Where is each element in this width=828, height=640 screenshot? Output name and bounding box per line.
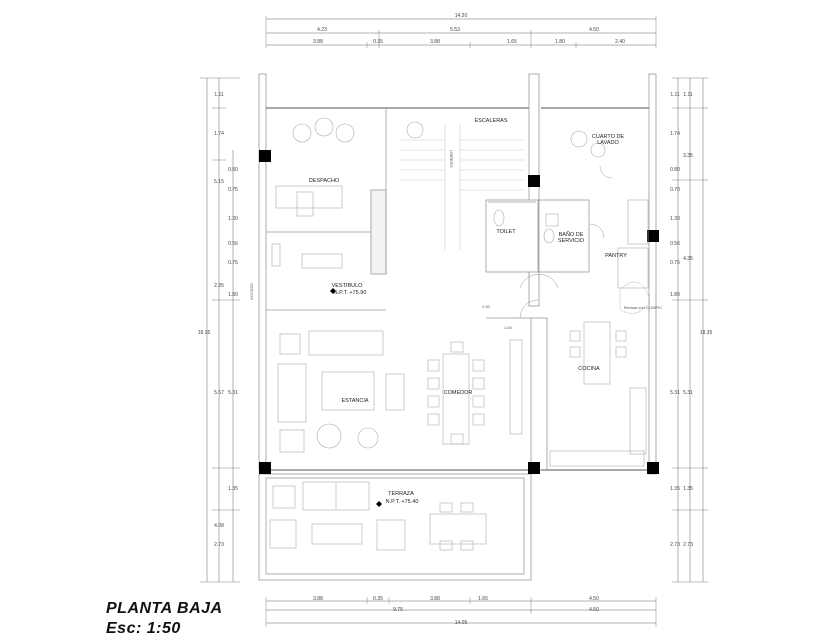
furniture: [269, 117, 649, 551]
right-dim-total: 18.35: [700, 330, 713, 336]
bottom-dim-2: 0.35: [373, 596, 383, 602]
bottom-dim-4: 1.65: [478, 596, 488, 602]
side-dimension-lines: [200, 77, 708, 583]
left-dim2-7: 5.31: [228, 390, 238, 396]
top-dim-r3-3: 3.88: [430, 39, 440, 45]
right-dim-6: 0.56: [670, 241, 680, 247]
right-dim-4: 0.70: [670, 187, 680, 193]
right-dim-3: 0.80: [670, 167, 680, 173]
room-cuarto-lavado-2: LAVADO: [597, 140, 619, 146]
top-dim-c: 4.50: [589, 27, 599, 33]
right-dim2-4: 5.31: [683, 390, 693, 396]
plan-scale: Esc: 1:50: [106, 620, 181, 637]
level-terraza: N.P.T. +75.40: [386, 499, 419, 505]
right-dim-1: 1.11: [670, 92, 680, 98]
bottom-dim-6: 9.75: [393, 607, 403, 613]
right-dim2-6: 2.73: [683, 542, 693, 548]
left-dim2-2: 0.75: [228, 187, 238, 193]
top-dim-r3-5: 1.80: [555, 39, 565, 45]
label-dim-030: 0.30: [482, 304, 491, 309]
room-cocina: COCINA: [578, 366, 600, 372]
top-dim-r3-6: 2.40: [615, 39, 625, 45]
right-dim2-3: 4.35: [683, 256, 693, 262]
right-dim-9: 5.31: [670, 390, 680, 396]
room-despacho: DESPACHO: [309, 178, 340, 184]
walls: [258, 73, 657, 581]
bottom-dim-5: 4.50: [589, 596, 599, 602]
left-dim-5: 5.57: [214, 390, 224, 396]
bottom-dim-1: 3.88: [313, 596, 323, 602]
left-dim-4: 2.35: [214, 283, 224, 289]
left-dim2-8: 1.35: [228, 486, 238, 492]
left-dim-3: 5.15: [214, 179, 224, 185]
room-cuarto-lavado-1: CUARTO DE: [592, 134, 625, 140]
right-dim-7: 0.75: [670, 260, 680, 266]
top-dimensions: [265, 16, 657, 48]
right-dim-5: 1.30: [670, 216, 680, 222]
left-dim2-3: 1.30: [228, 216, 238, 222]
right-dim2-5: 1.35: [683, 486, 693, 492]
room-toilet: TOILET: [496, 229, 516, 235]
bottom-dimensions: [265, 597, 657, 627]
left-dim2-5: 0.75: [228, 260, 238, 266]
right-dim-10: 1.35: [670, 486, 680, 492]
top-dim-total: 14.20: [455, 13, 468, 19]
right-dim2-1: 1.11: [683, 92, 693, 98]
plan-title: PLANTA BAJA: [106, 600, 223, 617]
left-dim-total: 18.35: [198, 330, 211, 336]
left-dim2-4: 0.56: [228, 241, 238, 247]
right-dim-11: 2.73: [670, 542, 680, 548]
room-comedor: COMEDOR: [444, 390, 473, 396]
top-dim-r3-2: 0.35: [373, 39, 383, 45]
bottom-dim-total: 14.05: [455, 620, 468, 626]
top-dim-r3-4: 1.65: [507, 39, 517, 45]
label-acceso: ACCESO: [249, 283, 254, 300]
label-revisar: Revisar con CLIMPIC: [624, 305, 663, 310]
doors: [519, 165, 651, 319]
top-dim-a: 4.23: [317, 27, 327, 33]
left-dim-2: 1.74: [214, 131, 224, 137]
structural-columns: [259, 150, 659, 474]
room-bano-1: BAÑO DE: [559, 231, 584, 238]
right-dim-2: 1.74: [670, 131, 680, 137]
room-terraza: TERRAZA: [388, 491, 414, 497]
left-dim-6: 4.08: [214, 523, 224, 529]
bottom-dim-7: 4.50: [589, 607, 599, 613]
room-bano-2: SERVICIO: [558, 238, 585, 244]
label-dim-150: 1.50: [504, 325, 513, 330]
right-dim-8: 1.80: [670, 292, 680, 298]
left-dim2-6: 1.80: [228, 292, 238, 298]
room-pantry: PANTRY: [605, 253, 627, 259]
left-dim-1: 1.11: [214, 92, 224, 98]
top-dim-b: 5.53: [450, 27, 460, 33]
left-dim2-1: 0.80: [228, 167, 238, 173]
level-vestibulo: N.P.T. +75.90: [334, 290, 367, 296]
room-vestibulo: VESTIBULO: [332, 283, 364, 289]
bottom-dim-3: 3.88: [430, 596, 440, 602]
room-escaleras: ESCALERAS: [474, 118, 507, 124]
label-librero: LIBRERO: [449, 150, 454, 168]
top-dim-r3-1: 3.88: [313, 39, 323, 45]
room-estancia: ESTANCIA: [341, 398, 368, 404]
left-dim-7: 2.73: [214, 542, 224, 548]
right-dim2-2: 3.35: [683, 153, 693, 159]
level-marker-icon: [330, 288, 382, 507]
